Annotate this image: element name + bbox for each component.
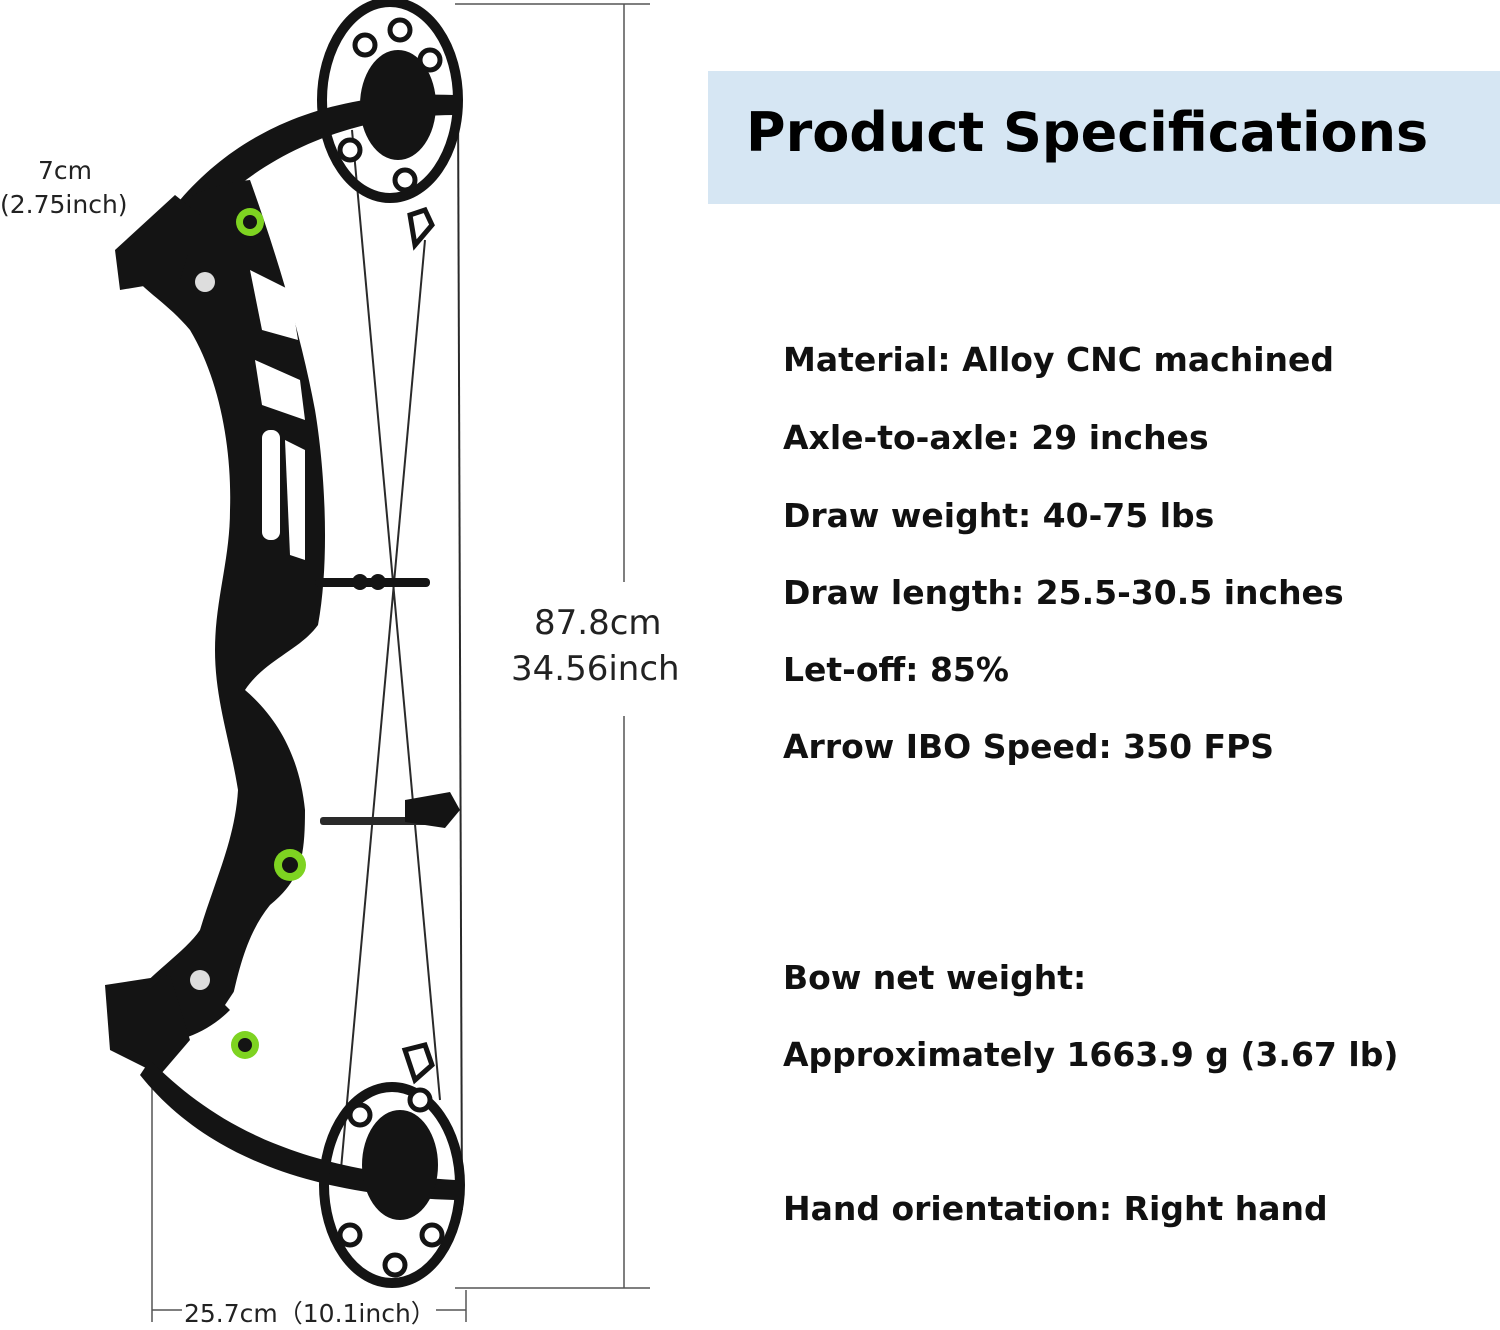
bow-strings <box>339 94 463 1211</box>
cable-yokes <box>401 206 435 1085</box>
top-width-cm-label: 7cm <box>38 156 93 185</box>
bottom-cam <box>319 1082 465 1288</box>
dimension-lines <box>151 3 650 1322</box>
limb-pockets <box>105 195 200 1075</box>
spec-draw-weight: Draw weight: 40-75 lbs <box>783 496 1215 535</box>
spec-axle-to-axle: Axle-to-axle: 29 inches <box>783 418 1209 457</box>
base-width-label: 25.7cm（10.1inch） <box>184 1299 436 1328</box>
riser-cutouts <box>225 270 305 1015</box>
spec-net-weight-value: Approximately 1663.9 g (3.67 lb) <box>783 1035 1399 1074</box>
spec-hand-orientation: Hand orientation: Right hand <box>783 1189 1328 1228</box>
spec-draw-length: Draw length: 25.5-30.5 inches <box>783 573 1344 612</box>
spec-ibo-speed: Arrow IBO Speed: 350 FPS <box>783 727 1275 766</box>
compound-bow-illustration <box>105 0 650 1322</box>
page-title: Product Specifications <box>746 101 1429 164</box>
cable-rod <box>315 574 430 590</box>
string-stop <box>320 792 460 828</box>
title-banner: Product Specifications <box>708 71 1500 204</box>
limb-pivots <box>190 208 306 1059</box>
top-width-inch-label: (2.75inch) <box>0 190 128 219</box>
spec-material: Material: Alloy CNC machined <box>783 340 1335 379</box>
spec-net-weight-label: Bow net weight: <box>783 958 1087 997</box>
spec-let-off: Let-off: 85% <box>783 650 1009 689</box>
height-cm-label: 87.8cm <box>534 603 662 643</box>
height-inch-label: 34.56inch <box>511 649 680 689</box>
